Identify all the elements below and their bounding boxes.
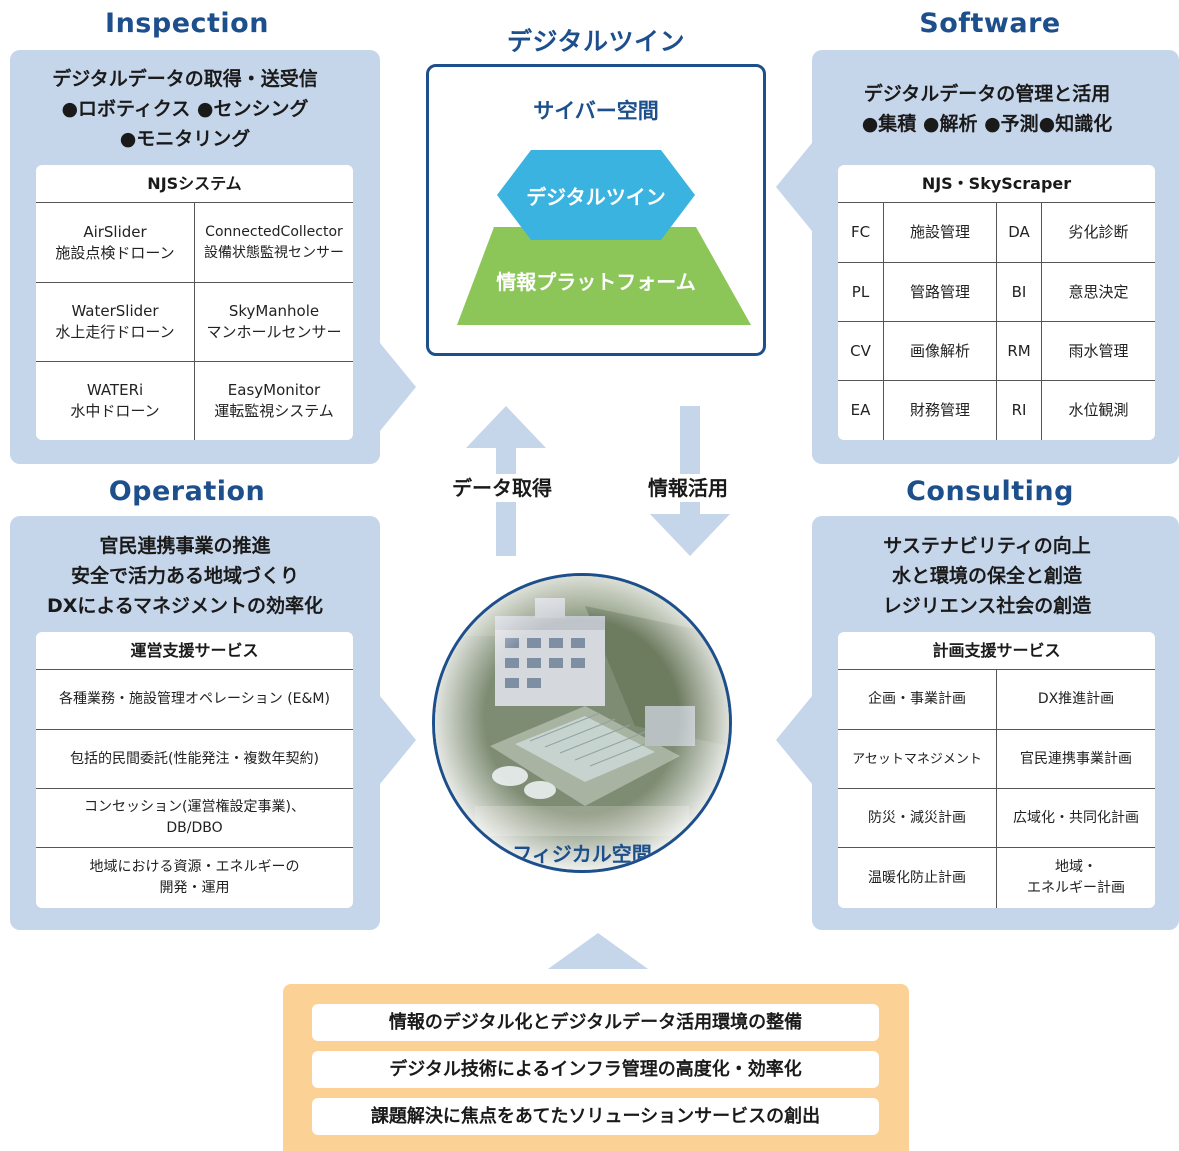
plan-item-ppp: 官民連携事業計画 — [1020, 750, 1132, 767]
platform-trapezoid — [457, 227, 751, 325]
plan-item-regional: 広域化・共同化計画 — [1013, 809, 1139, 826]
operation-support-card: 運営支援サービス 各種業務・施設管理オペレーション (E&M) 包括的民間委託(… — [36, 632, 353, 908]
consulting-heading: Consulting — [906, 476, 1074, 507]
software-heading: Software — [919, 8, 1061, 39]
inspection-line-2: ●ロボティクス ●センシング — [61, 98, 309, 120]
inspection-line-3: ●モニタリング — [119, 128, 251, 150]
sw-desc-pl: 管路管理 — [909, 282, 970, 301]
njs-item-waterslider: WaterSlider 水上走行ドローン — [55, 302, 175, 341]
operation-item-em: 各種業務・施設管理オペレーション (E&M) — [59, 691, 330, 707]
operation-support-title: 運営支援サービス — [36, 632, 353, 670]
plan-item-energy: 地域・ エネルギー計画 — [1027, 859, 1125, 896]
njs-item-connectedcollector: ConnectedCollector 設備状態監視センサー — [204, 223, 344, 261]
njs-item-easymonitor: EasyMonitor 運転監視システム — [214, 381, 334, 420]
sw-desc-ea: 財務管理 — [909, 401, 970, 419]
goal-item: 課題解決に焦点をあてたソリューションサービスの創出 — [312, 1098, 879, 1135]
sw-desc-fc: 施設管理 — [909, 223, 970, 241]
operation-item-energy: 地域における資源・エネルギーの 開発・運用 — [89, 859, 300, 896]
cyber-space-box: サイバー空間 デジタルツイン 情報プラットフォーム — [426, 64, 766, 356]
software-line-1: デジタルデータの管理と活用 — [863, 83, 1111, 105]
platform-label: 情報プラットフォーム — [496, 270, 696, 294]
software-subtitle: デジタルデータの管理と活用 ●集積 ●解析 ●予測●知識化 — [812, 79, 1162, 139]
operation-subtitle: 官民連携事業の推進 安全で活力ある地域づくり DXによるマネジメントの効率化 — [10, 531, 360, 621]
sw-desc-cv: 画像解析 — [909, 341, 970, 360]
sw-code-ea: EA — [850, 401, 871, 419]
digital-twin-heading: デジタルツイン — [506, 27, 685, 56]
information-use-label: 情報活用 — [618, 474, 758, 502]
sw-desc-rm: 雨水管理 — [1068, 341, 1129, 360]
sw-code-pl: PL — [851, 282, 870, 301]
inspection-heading: Inspection — [105, 8, 269, 39]
sw-code-bi: BI — [1011, 282, 1027, 301]
plan-item-warming: 温暖化防止計画 — [868, 869, 966, 886]
consulting-line-3: レジリエンス社会の創造 — [882, 595, 1092, 617]
sw-desc-ri: 水位観測 — [1068, 401, 1129, 419]
consulting-subtitle: サステナビリティの向上 水と環境の保全と創造 レジリエンス社会の創造 — [812, 531, 1162, 621]
operation-item-concession: コンセッション(運営権設定事業)、 DB/DBO — [84, 799, 305, 836]
sw-desc-da: 劣化診断 — [1068, 223, 1129, 241]
goal-item: 情報のデジタル化とデジタルデータ活用環境の整備 — [312, 1004, 879, 1041]
facility-photo — [435, 576, 729, 870]
consulting-line-1: サステナビリティの向上 — [883, 535, 1091, 557]
physical-space-label: フィジカル空間 — [512, 842, 652, 866]
software-pointer — [776, 143, 812, 231]
plan-item-disaster: 防災・減災計画 — [868, 809, 966, 826]
sw-code-cv: CV — [850, 341, 871, 360]
consulting-pointer — [776, 696, 812, 784]
consulting-line-2: 水と環境の保全と創造 — [891, 565, 1082, 587]
sw-desc-bi: 意思決定 — [1068, 282, 1129, 301]
hexagon-label: デジタルツイン — [526, 185, 666, 209]
twin-diagram — [457, 150, 751, 325]
plan-item-asset: アセットマネジメント — [852, 751, 982, 767]
operation-pointer — [380, 696, 416, 784]
njs-item-skymanhole: SkyManhole マンホールセンサー — [206, 302, 342, 341]
plan-item-dx: DX推進計画 — [1037, 691, 1115, 707]
sw-code-da: DA — [1008, 223, 1030, 241]
sw-code-rm: RM — [1007, 341, 1031, 360]
skyscraper-card: NJS・SkyScraper FC 施設管理 DA 劣化診断 PL 管路管理 B… — [838, 165, 1155, 440]
planning-support-title: 計画支援サービス — [838, 632, 1155, 670]
plan-item-business: 企画・事業計画 — [868, 691, 966, 707]
data-acquisition-label: データ取得 — [432, 474, 572, 502]
njs-system-title: NJSシステム — [36, 165, 353, 203]
operation-line-2: 安全で活力ある地域づくり — [70, 565, 299, 587]
bottom-up-pointer — [548, 933, 648, 969]
software-line-2: ●集積 ●解析 ●予測●知識化 — [861, 113, 1113, 135]
sw-code-ri: RI — [1011, 401, 1027, 419]
inspection-subtitle: デジタルデータの取得・送受信 ●ロボティクス ●センシング ●モニタリング — [10, 64, 360, 154]
cyber-space-label: サイバー空間 — [533, 99, 659, 123]
inspection-pointer — [380, 343, 416, 431]
physical-space-circle: フィジカル空間 — [432, 573, 732, 873]
goals-panel: 情報のデジタル化とデジタルデータ活用環境の整備 デジタル技術によるインフラ管理の… — [283, 984, 909, 1151]
njs-item-wateri: WATERi 水中ドローン — [70, 381, 160, 420]
digital-twin-hexagon — [497, 150, 695, 240]
njs-system-card: NJSシステム AirSlider 施設点検ドローン ConnectedColl… — [36, 165, 353, 440]
operation-item-comprehensive: 包括的民間委託(性能発注・複数年契約) — [70, 750, 319, 767]
sw-code-fc: FC — [850, 223, 871, 241]
skyscraper-title: NJS・SkyScraper — [838, 165, 1155, 203]
njs-item-airslider: AirSlider 施設点検ドローン — [55, 222, 175, 262]
inspection-line-1: デジタルデータの取得・送受信 — [52, 68, 318, 90]
planning-support-card: 計画支援サービス 企画・事業計画 DX推進計画 アセットマネジメント 官民連携事… — [838, 632, 1155, 908]
goal-item: デジタル技術によるインフラ管理の高度化・効率化 — [312, 1051, 879, 1088]
operation-line-1: 官民連携事業の推進 — [99, 535, 271, 557]
operation-line-3: DXによるマネジメントの効率化 — [46, 595, 324, 617]
operation-heading: Operation — [108, 476, 266, 507]
